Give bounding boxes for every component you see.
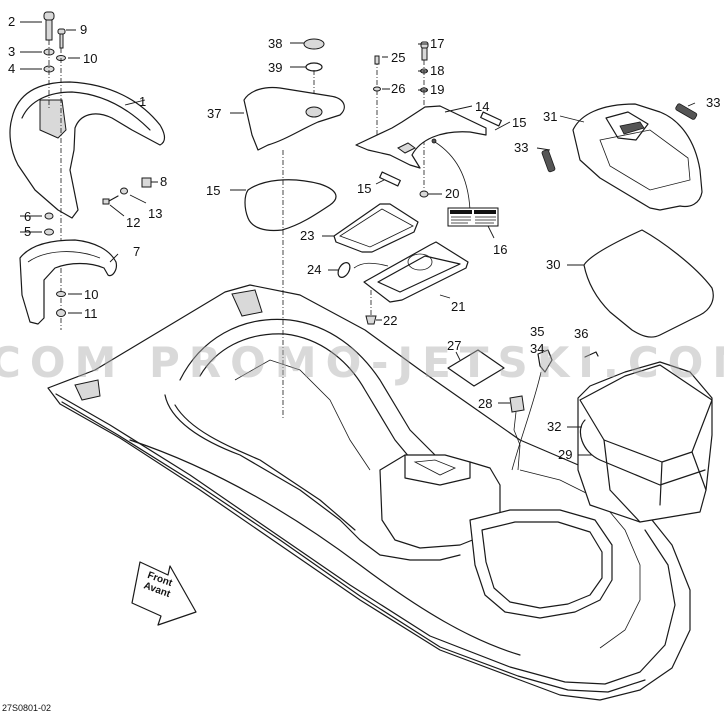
callout-label: 38 (268, 36, 283, 51)
callout-label: 25 (391, 50, 406, 65)
console-panel-part (355, 41, 502, 211)
callout-label: 32 (547, 419, 562, 434)
callout-label: 29 (558, 447, 573, 462)
callout-label: 2 (8, 14, 16, 29)
callout-label: 17 (430, 36, 445, 51)
callout-label: 6 (24, 209, 32, 224)
callout-label: 9 (80, 22, 88, 37)
callout-label: 28 (478, 396, 493, 411)
callout-label: 5 (24, 224, 32, 239)
callout-label: 20 (445, 186, 460, 201)
callout-label: 24 (307, 262, 322, 277)
lower-cover-part (19, 239, 117, 325)
direction-arrow (131, 561, 197, 626)
callout-label: 30 (546, 257, 561, 272)
callout-label: 37 (207, 106, 222, 121)
leader-lines (20, 21, 696, 456)
hull-deck (47, 284, 691, 701)
glove-box-parts (333, 203, 469, 325)
callout-label: 12 (126, 215, 141, 230)
callout-label: 22 (383, 313, 398, 328)
fasteners-left (43, 11, 152, 330)
callout-label: 11 (84, 306, 98, 321)
callout-label: 33 (706, 95, 721, 110)
callout-label: 10 (83, 51, 98, 66)
storage-cover-part (541, 103, 714, 338)
callout-label: 10 (84, 287, 99, 302)
callout-label: 15 (357, 181, 372, 196)
callout-label: 15 (206, 183, 221, 198)
callout-label: 23 (300, 228, 315, 243)
callout-label: 8 (160, 174, 168, 189)
callout-label: 18 (430, 63, 445, 78)
callout-label: 15 (512, 115, 527, 130)
storage-bin-part (577, 361, 713, 523)
callout-label: 35 (530, 324, 545, 339)
callout-label: 34 (530, 341, 545, 356)
diagram-id-code: 27S0801-02 (2, 703, 52, 713)
callout-label: 16 (493, 242, 508, 257)
callout-label: 39 (268, 60, 283, 75)
callout-label: 26 (391, 81, 406, 96)
callout-label: 36 (574, 326, 589, 341)
storage-basin-part (243, 38, 345, 420)
callout-label: 13 (148, 206, 163, 221)
callout-label: 3 (8, 44, 16, 59)
watermark: COM PROMO-JETSKI.COM PROMO-JETSKI (0, 338, 724, 387)
callout-label: 33 (514, 140, 529, 155)
callout-label: 4 (8, 61, 16, 76)
callout-label: 19 (430, 82, 445, 97)
front-cover-part (9, 81, 166, 219)
callout-label: 27 (447, 338, 462, 353)
callout-label: 21 (451, 299, 466, 314)
callout-label: 1 (139, 94, 147, 109)
warning-label-part (447, 207, 499, 227)
callout-label: 7 (133, 244, 141, 259)
latch-parts (447, 349, 599, 471)
callout-label: 14 (475, 99, 490, 114)
callout-label: 31 (543, 109, 558, 124)
